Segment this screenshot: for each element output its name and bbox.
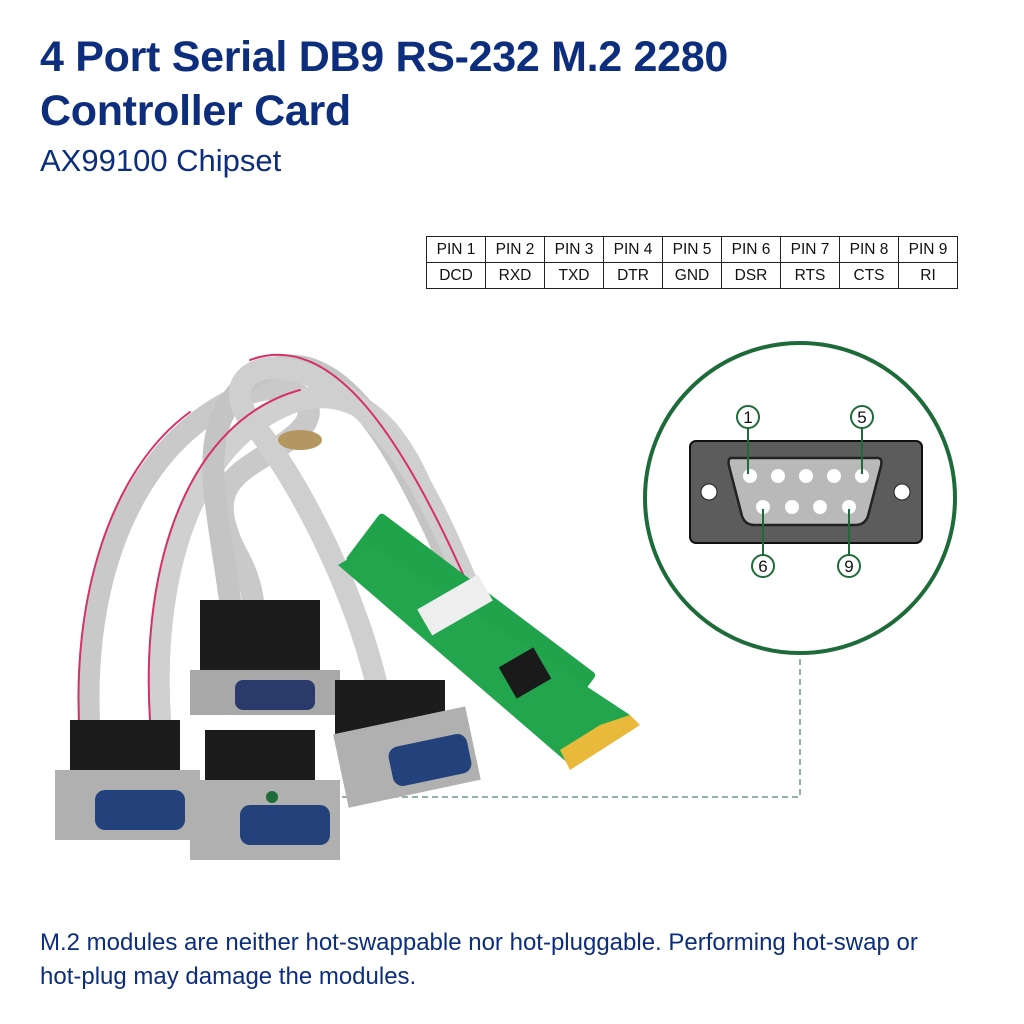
leader-line <box>272 655 801 798</box>
pin-signal-cell: DSR <box>721 262 781 289</box>
pin-signal-cell: DCD <box>426 262 486 289</box>
db9-connectors <box>55 600 481 860</box>
pin-label-1: 1 <box>743 408 752 427</box>
pin-number-cell: PIN 1 <box>426 236 486 263</box>
pin-signal-cell: TXD <box>544 262 604 289</box>
hot-swap-warning: M.2 modules are neither hot-swappable no… <box>40 929 918 990</box>
pin-signal-cell: RXD <box>485 262 545 289</box>
pin-signal-cell: RI <box>898 262 958 289</box>
pin-label-9: 9 <box>844 557 853 576</box>
pin-number-cell: PIN 6 <box>721 236 781 263</box>
m2-card-body <box>338 545 640 770</box>
pin-number-cell: PIN 8 <box>839 236 899 263</box>
pin-number-cell: PIN 4 <box>603 236 663 263</box>
db9-pinout-diagram: 1 5 6 9 <box>643 341 957 655</box>
pin-label-6: 6 <box>758 557 767 576</box>
title-line-1: 4 Port Serial DB9 RS-232 M.2 2280 <box>40 33 728 81</box>
chipset-subtitle: AX99100 Chipset <box>40 143 282 178</box>
pin-number-cell: PIN 9 <box>898 236 958 263</box>
pin-signal-cell: RTS <box>780 262 840 289</box>
pin-label-5: 5 <box>857 408 866 427</box>
pin-signal-cell: DTR <box>603 262 663 289</box>
title-line-2: Controller Card <box>40 87 351 135</box>
pin-number-cell: PIN 2 <box>485 236 545 263</box>
pin-signal-cell: CTS <box>839 262 899 289</box>
pin-number-cell: PIN 5 <box>662 236 722 263</box>
